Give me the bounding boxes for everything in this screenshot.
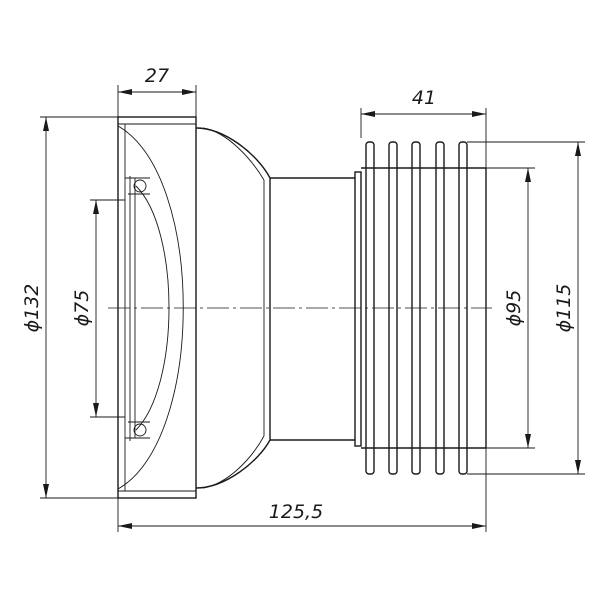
flange-body — [117, 116, 197, 499]
dimension-bellows-length: 41 — [360, 87, 487, 168]
dimension-flange-diameter: ϕ132 — [21, 116, 118, 499]
dimension-bellows-inner-diameter: ϕ95 — [486, 167, 535, 449]
bellows-section — [361, 141, 487, 475]
dimension-inner-diameter: ϕ75 — [71, 199, 125, 418]
dimension-bellows-outer-diameter: ϕ115 — [467, 141, 585, 475]
label-bellows-length: 41 — [412, 87, 436, 109]
label-bellows-outer-diameter: ϕ115 — [553, 284, 575, 333]
dimension-overall-length: 125,5 — [117, 448, 487, 532]
pipe-section — [270, 171, 362, 447]
label-bellows-inner-diameter: ϕ95 — [503, 290, 525, 327]
label-overall-length: 125,5 — [269, 501, 323, 523]
dimension-flange-width: 27 — [117, 65, 197, 117]
label-flange-width: 27 — [145, 65, 169, 87]
label-flange-diameter: ϕ132 — [21, 284, 43, 333]
cone-section — [195, 127, 271, 489]
label-inner-diameter: ϕ75 — [71, 290, 93, 327]
